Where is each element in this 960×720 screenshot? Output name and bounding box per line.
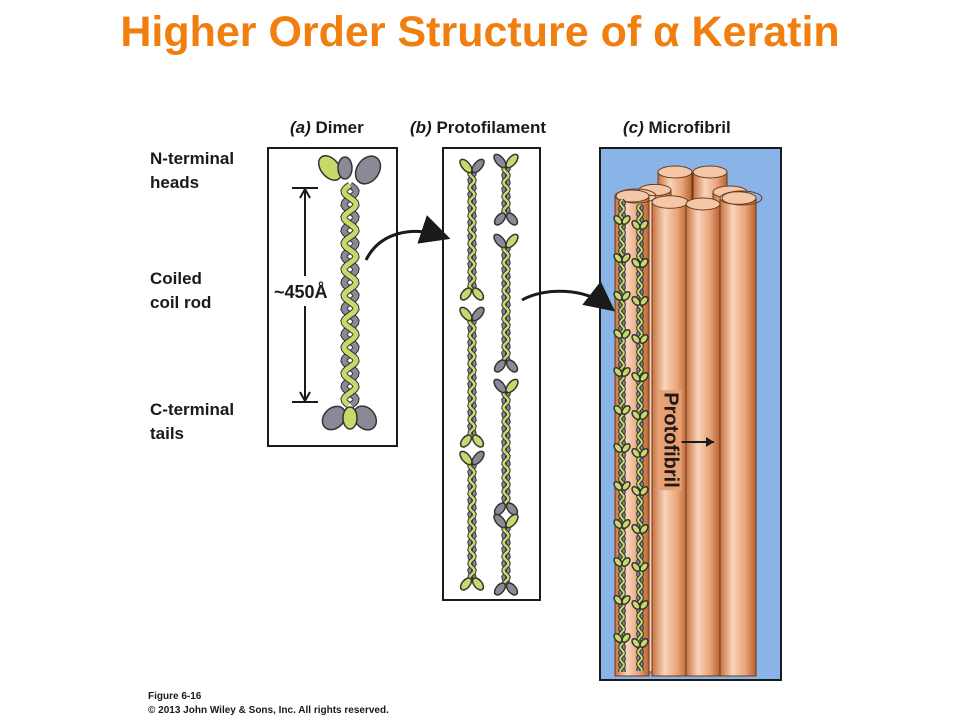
coiled-coil-label: Coiled coil rod (150, 267, 211, 315)
c-terminal-label-line1: C-terminal (150, 400, 235, 419)
protofibril-label: Protofibril (658, 390, 682, 490)
panel-a-letter: (a) (290, 118, 311, 137)
c-terminal-label: C-terminal tails (150, 398, 234, 446)
arrow-icon (364, 215, 451, 261)
n-terminal-label-line2: heads (150, 173, 200, 192)
microfibril-icon (613, 165, 763, 677)
panel-b-name: Protofilament (436, 118, 547, 137)
coiled-coil-label-line2: coil rod (150, 293, 212, 312)
figure-copyright: © 2013 John Wiley & Sons, Inc. All right… (148, 705, 389, 716)
c-terminal-label-line2: tails (150, 424, 185, 443)
panel-b-letter: (b) (410, 118, 432, 137)
panel-c-letter: (c) (623, 118, 644, 137)
page-title: Higher Order Structure of α Keratin (120, 8, 840, 56)
panel-a-heading: (a) Dimer (290, 118, 364, 138)
coiled-coil-label-line1: Coiled (150, 269, 202, 288)
length-label: ~450Å (274, 280, 328, 304)
panel-c-heading: (c) Microfibril (623, 118, 731, 138)
length-indicator (292, 186, 318, 404)
figure-number: Figure 6-16 (148, 691, 202, 702)
panel-b-heading: (b) Protofilament (410, 118, 546, 138)
protofilament-panel-frame (442, 147, 541, 601)
figure-credit: Figure 6-16 © 2013 John Wiley & Sons, In… (148, 690, 389, 718)
n-terminal-label: N-terminal heads (150, 147, 234, 195)
panel-c-name: Microfibril (648, 118, 731, 137)
dimer-icon (317, 155, 382, 431)
n-terminal-label-line1: N-terminal (150, 149, 235, 168)
protofilament-icon (459, 153, 519, 596)
panel-a-name: Dimer (315, 118, 364, 137)
arrow-icon (521, 281, 616, 312)
